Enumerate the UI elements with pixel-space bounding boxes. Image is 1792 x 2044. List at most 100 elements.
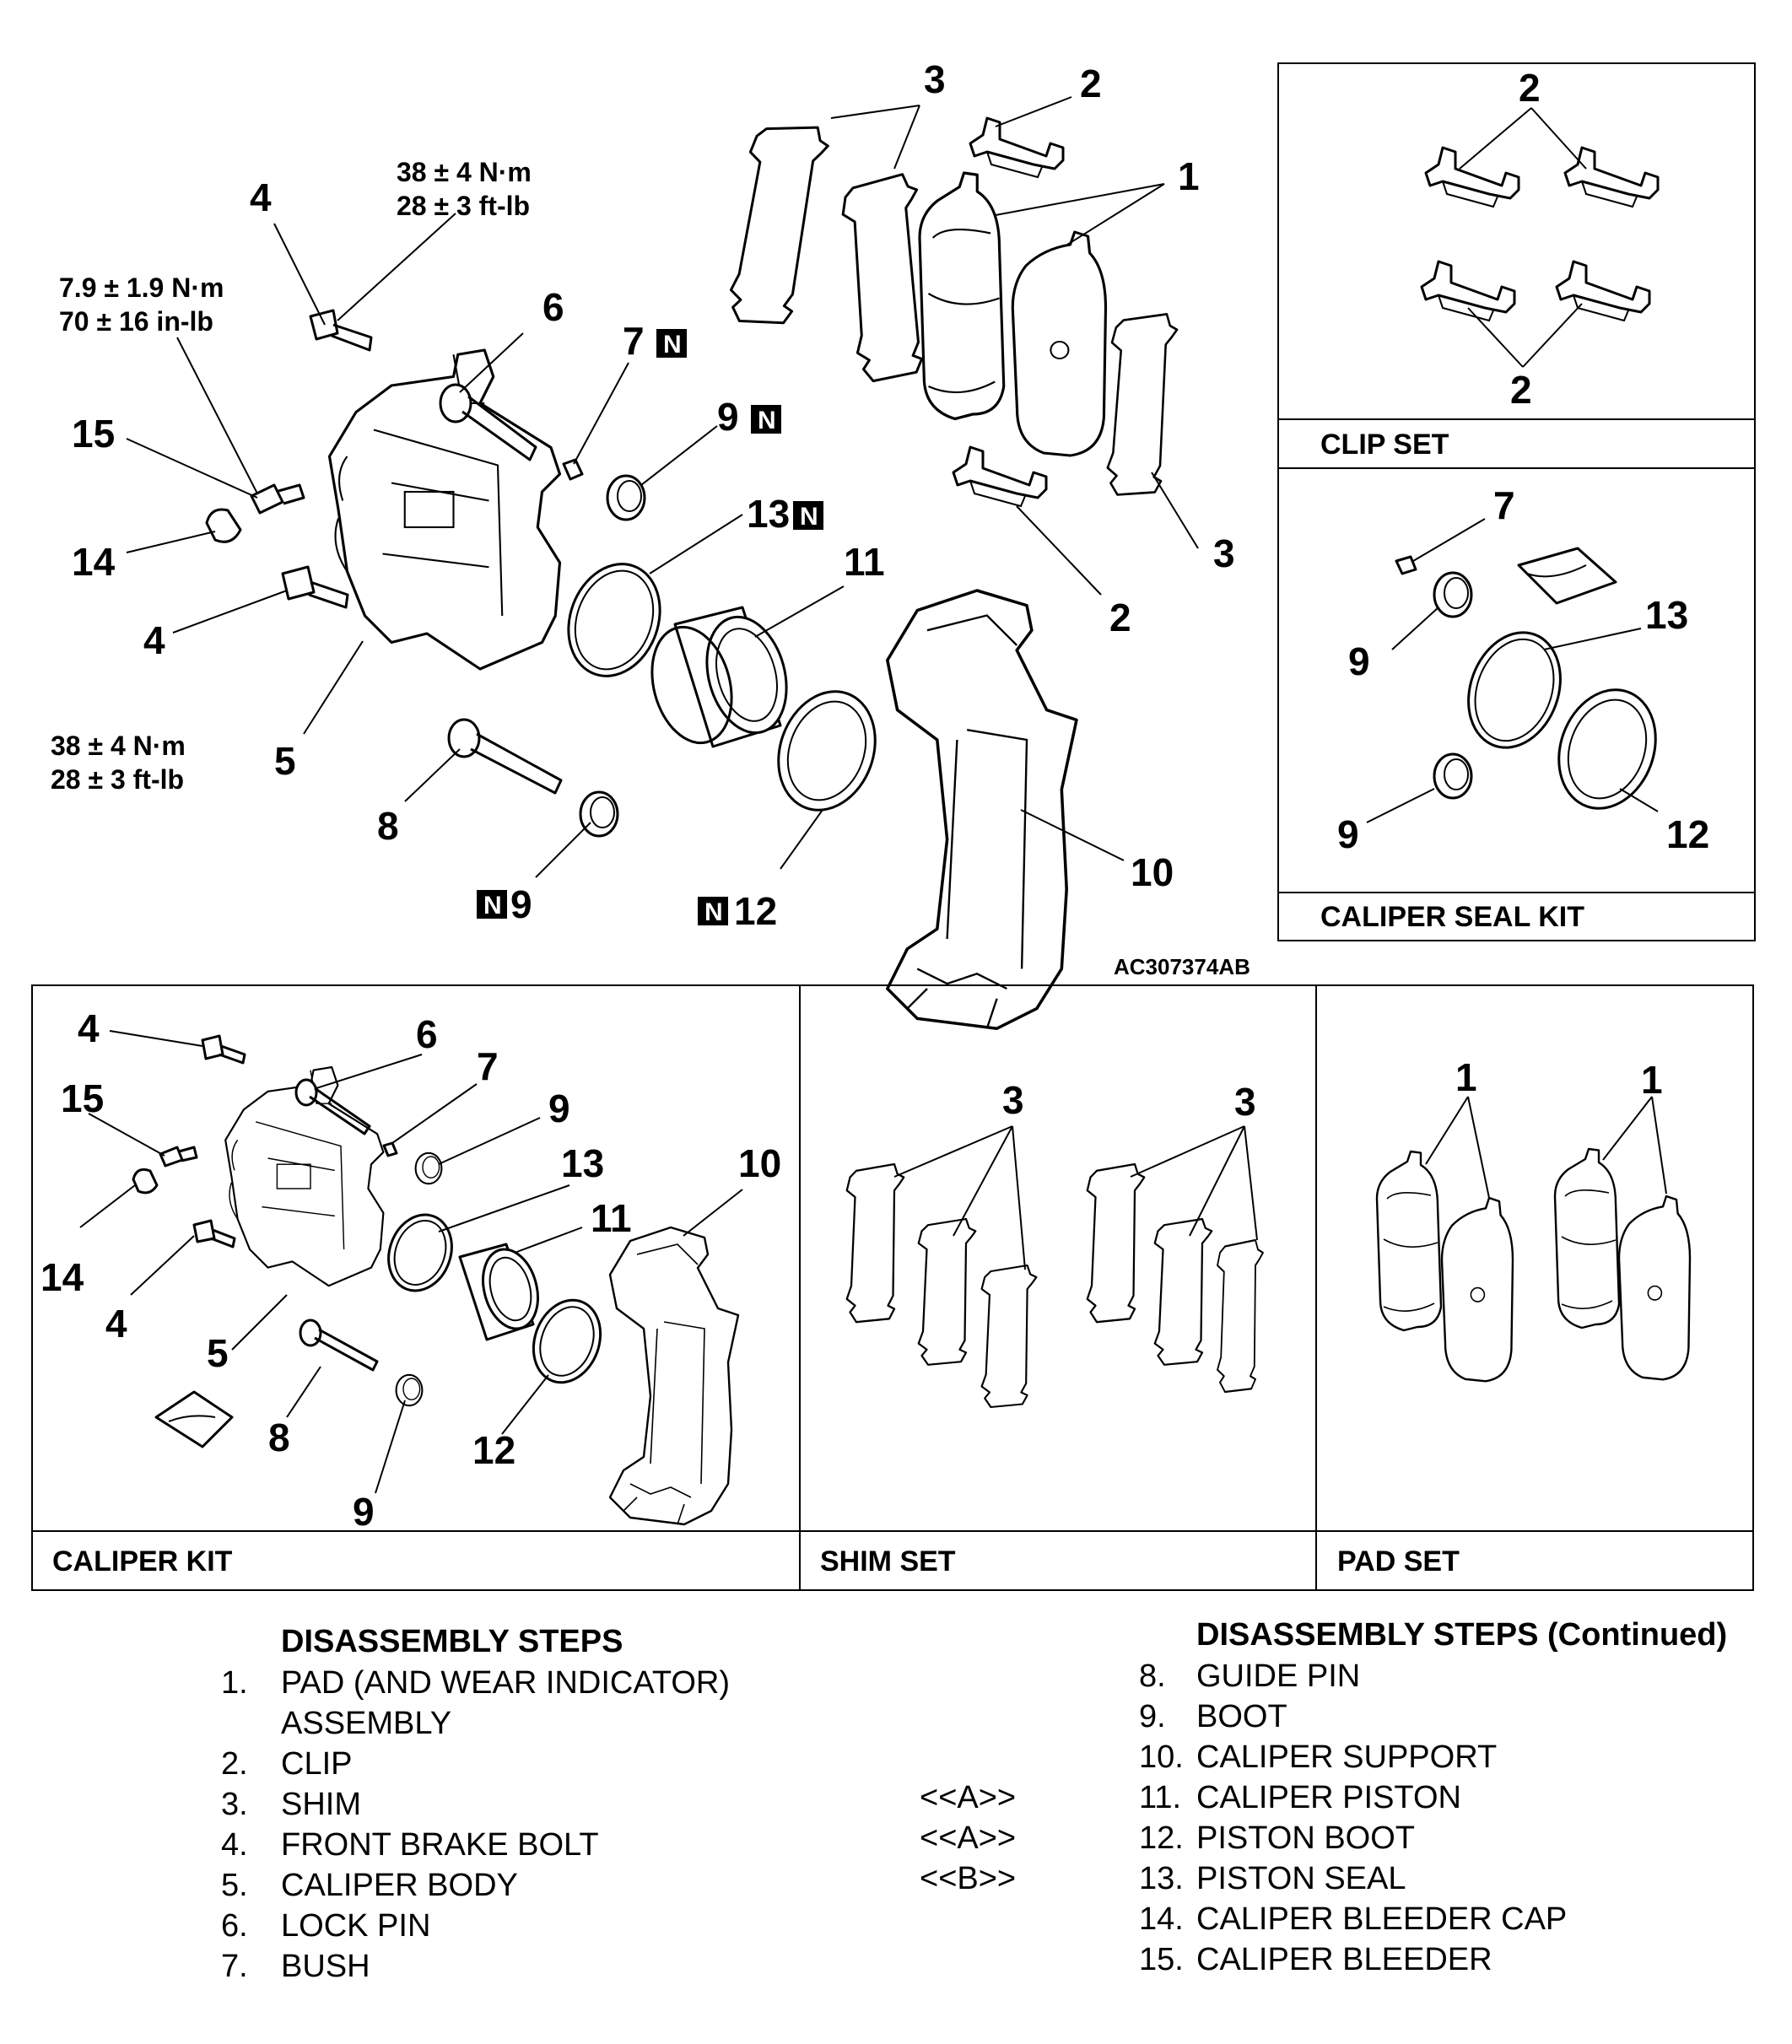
main-view: 38 ± 4 N·m 28 ± 3 ft-lb 7.9 ± 1.9 N·m 70… <box>51 57 1250 1030</box>
clip-set-callout-top: 2 <box>1519 66 1541 110</box>
shim-set-callout-b: 3 <box>1234 1080 1256 1124</box>
new-part-badge-9-top-text: N <box>758 407 776 434</box>
shim-set-callout-a: 3 <box>1002 1078 1024 1122</box>
steps-left-title: DISASSEMBLY STEPS <box>281 1624 623 1659</box>
step-text: CALIPER BLEEDER CAP <box>1196 1901 1567 1937</box>
step-text: BUSH <box>281 1949 370 1984</box>
pad-inner <box>918 171 1006 421</box>
disassembly-steps-right: DISASSEMBLY STEPS (Continued) 8. GUIDE P… <box>920 1617 1727 1977</box>
step-num: 3. <box>221 1787 248 1822</box>
step-text: CALIPER PISTON <box>1196 1780 1461 1815</box>
caliper-piston <box>650 606 788 748</box>
figure-id: AC307374AB <box>1114 954 1250 979</box>
caliper-kit-callout-7: 7 <box>477 1044 499 1088</box>
callout-3-right: 3 <box>1213 531 1235 575</box>
new-part-badge-9-bottom <box>477 890 507 919</box>
caliper-kit-label: CALIPER KIT <box>52 1545 233 1577</box>
shim-set-label: SHIM SET <box>820 1545 956 1577</box>
step-text: SHIM <box>281 1787 361 1822</box>
step-num: 8. <box>1139 1658 1166 1694</box>
kit-boxes: 4 6 7 9 13 11 10 15 14 4 5 8 9 12 CALIPE… <box>31 984 1754 1591</box>
caliper-kit-callout-11: 11 <box>591 1196 632 1240</box>
caliper-kit-callout-5: 5 <box>207 1331 229 1375</box>
callout-8: 8 <box>377 804 399 848</box>
step-text: PISTON SEAL <box>1196 1861 1406 1896</box>
step-mark: <<A>> <box>920 1780 1016 1815</box>
caliper-kit-panel: 4 6 7 9 13 11 10 15 14 4 5 8 9 12 CALIPE… <box>40 1006 781 1577</box>
step-text: LOCK PIN <box>281 1908 430 1944</box>
step-text: FRONT BRAKE BOLT <box>281 1827 599 1863</box>
disassembly-steps-left: DISASSEMBLY STEPS 1. PAD (AND WEAR INDIC… <box>221 1624 730 1984</box>
new-part-badge-13 <box>793 501 823 530</box>
clip-set-box: 2 2 CLIP SET <box>1277 62 1756 469</box>
shim-set-panel: 3 3 SHIM SET <box>820 1078 1265 1577</box>
callout-15: 15 <box>72 412 115 456</box>
step-text: GUIDE PIN <box>1196 1658 1360 1694</box>
caliper-kit-callout-9-top: 9 <box>548 1087 570 1130</box>
main-leaders <box>126 96 1199 878</box>
lock-pin <box>439 383 537 461</box>
callout-2-top: 2 <box>1080 62 1102 105</box>
caliper-kit-callout-9-bottom: 9 <box>353 1490 375 1534</box>
new-part-badge-7 <box>656 329 687 358</box>
caliper-support-part <box>886 589 1078 1030</box>
step-num: 12. <box>1139 1820 1184 1856</box>
new-part-badge-12 <box>698 897 728 925</box>
step-text: PAD (AND WEAR INDICATOR) <box>281 1665 730 1701</box>
callout-4-bottom: 4 <box>143 618 165 662</box>
bleeder-cap <box>205 508 242 543</box>
callout-13: 13 <box>747 492 790 536</box>
callout-10: 10 <box>1131 850 1174 894</box>
step-num: 4. <box>221 1827 248 1863</box>
steps-right-title: DISASSEMBLY STEPS (Continued) <box>1196 1617 1727 1653</box>
callout-9-top: 9 <box>717 395 739 439</box>
caliper-kit-callout-10: 10 <box>738 1141 781 1185</box>
callout-11: 11 <box>844 540 885 584</box>
bush <box>562 458 584 481</box>
front-brake-bolt-bottom <box>281 565 349 609</box>
callout-4-top: 4 <box>250 175 272 219</box>
caliper-kit-callout-4-bottom: 4 <box>105 1302 127 1346</box>
seal-kit-label: CALIPER SEAL KIT <box>1320 901 1584 933</box>
torque-bleeder-nm: 7.9 ± 1.9 N·m <box>59 272 224 303</box>
torque-bolt-top-ftlb: 28 ± 3 ft-lb <box>397 191 530 221</box>
seal-kit-callout-9-bottom: 9 <box>1337 812 1359 856</box>
torque-bolt-bottom-nm: 38 ± 4 N·m <box>51 731 186 761</box>
caliper-kit-callout-13: 13 <box>561 1141 604 1185</box>
step-text: CLIP <box>281 1746 352 1782</box>
boot-bottom <box>579 790 619 838</box>
new-part-badge-7-text: N <box>663 331 682 359</box>
step-text: BOOT <box>1196 1699 1287 1734</box>
clip-set-callout-bottom: 2 <box>1510 368 1532 412</box>
step-mark: <<A>> <box>920 1820 1016 1856</box>
seal-kit-callout-12: 12 <box>1666 812 1709 856</box>
clip-bottom <box>952 445 1048 508</box>
caliper-bleeder <box>250 483 305 515</box>
step-num: 15. <box>1139 1942 1184 1977</box>
step-text: PISTON BOOT <box>1196 1820 1415 1856</box>
shim-lower-right <box>1105 310 1179 499</box>
callout-3-top: 3 <box>924 57 946 101</box>
guide-pin <box>447 718 563 795</box>
step-num: 11. <box>1139 1780 1181 1815</box>
caliper-seal-kit-box: 7 9 13 12 9 CALIPER SEAL KIT <box>1277 467 1756 941</box>
step-num: 2. <box>221 1746 248 1782</box>
callout-1: 1 <box>1178 154 1200 198</box>
callout-7: 7 <box>623 319 645 363</box>
caliper-kit-callout-15: 15 <box>61 1076 104 1120</box>
step-num: 6. <box>221 1908 248 1944</box>
piston-seal <box>567 563 661 677</box>
new-part-badge-13-text: N <box>800 503 818 531</box>
callout-14: 14 <box>72 540 116 584</box>
callout-6: 6 <box>542 285 564 329</box>
step-text: CALIPER SUPPORT <box>1196 1739 1497 1775</box>
step-text: CALIPER BODY <box>281 1868 518 1903</box>
shim-top-left <box>726 117 832 332</box>
new-part-badge-9-bottom-text: N <box>483 892 502 920</box>
step-num: 7. <box>221 1949 248 1984</box>
step-text: CALIPER BLEEDER <box>1196 1942 1492 1977</box>
seal-kit-callout-7: 7 <box>1493 483 1515 527</box>
callout-12: 12 <box>734 889 777 933</box>
step-num: 1. <box>221 1665 248 1701</box>
pad-set-callout-b: 1 <box>1641 1058 1663 1102</box>
